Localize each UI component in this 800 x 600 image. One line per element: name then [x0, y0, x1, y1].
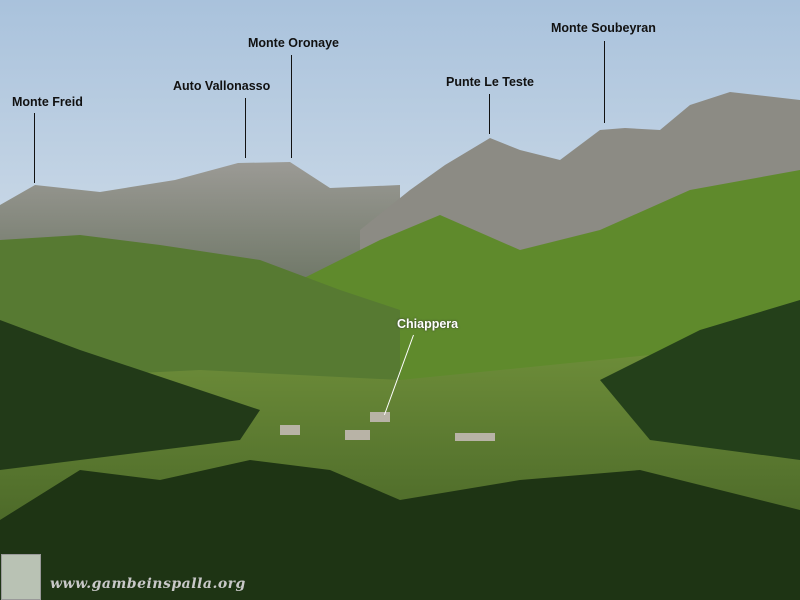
pointer-line [34, 113, 35, 183]
pointer-line [604, 41, 605, 123]
pointer-line [489, 94, 490, 134]
label-punte-le-teste: Punte Le Teste [446, 75, 534, 89]
right-dark-forest [600, 300, 800, 460]
label-auto-vallonasso: Auto Vallonasso [173, 79, 271, 93]
label-chiappera: Chiappera [397, 317, 459, 331]
pointer-line [291, 55, 292, 158]
site-logo [1, 554, 41, 600]
village [280, 412, 495, 441]
label-monte-freid: Monte Freid [12, 95, 83, 109]
foreground-trees [0, 460, 800, 600]
left-dark-hill [0, 320, 260, 470]
watermark: www.gambeinspalla.org [50, 576, 246, 592]
label-monte-oronaye: Monte Oronaye [248, 36, 339, 50]
label-monte-soubeyran: Monte Soubeyran [551, 21, 656, 35]
pointer-line [245, 98, 246, 158]
